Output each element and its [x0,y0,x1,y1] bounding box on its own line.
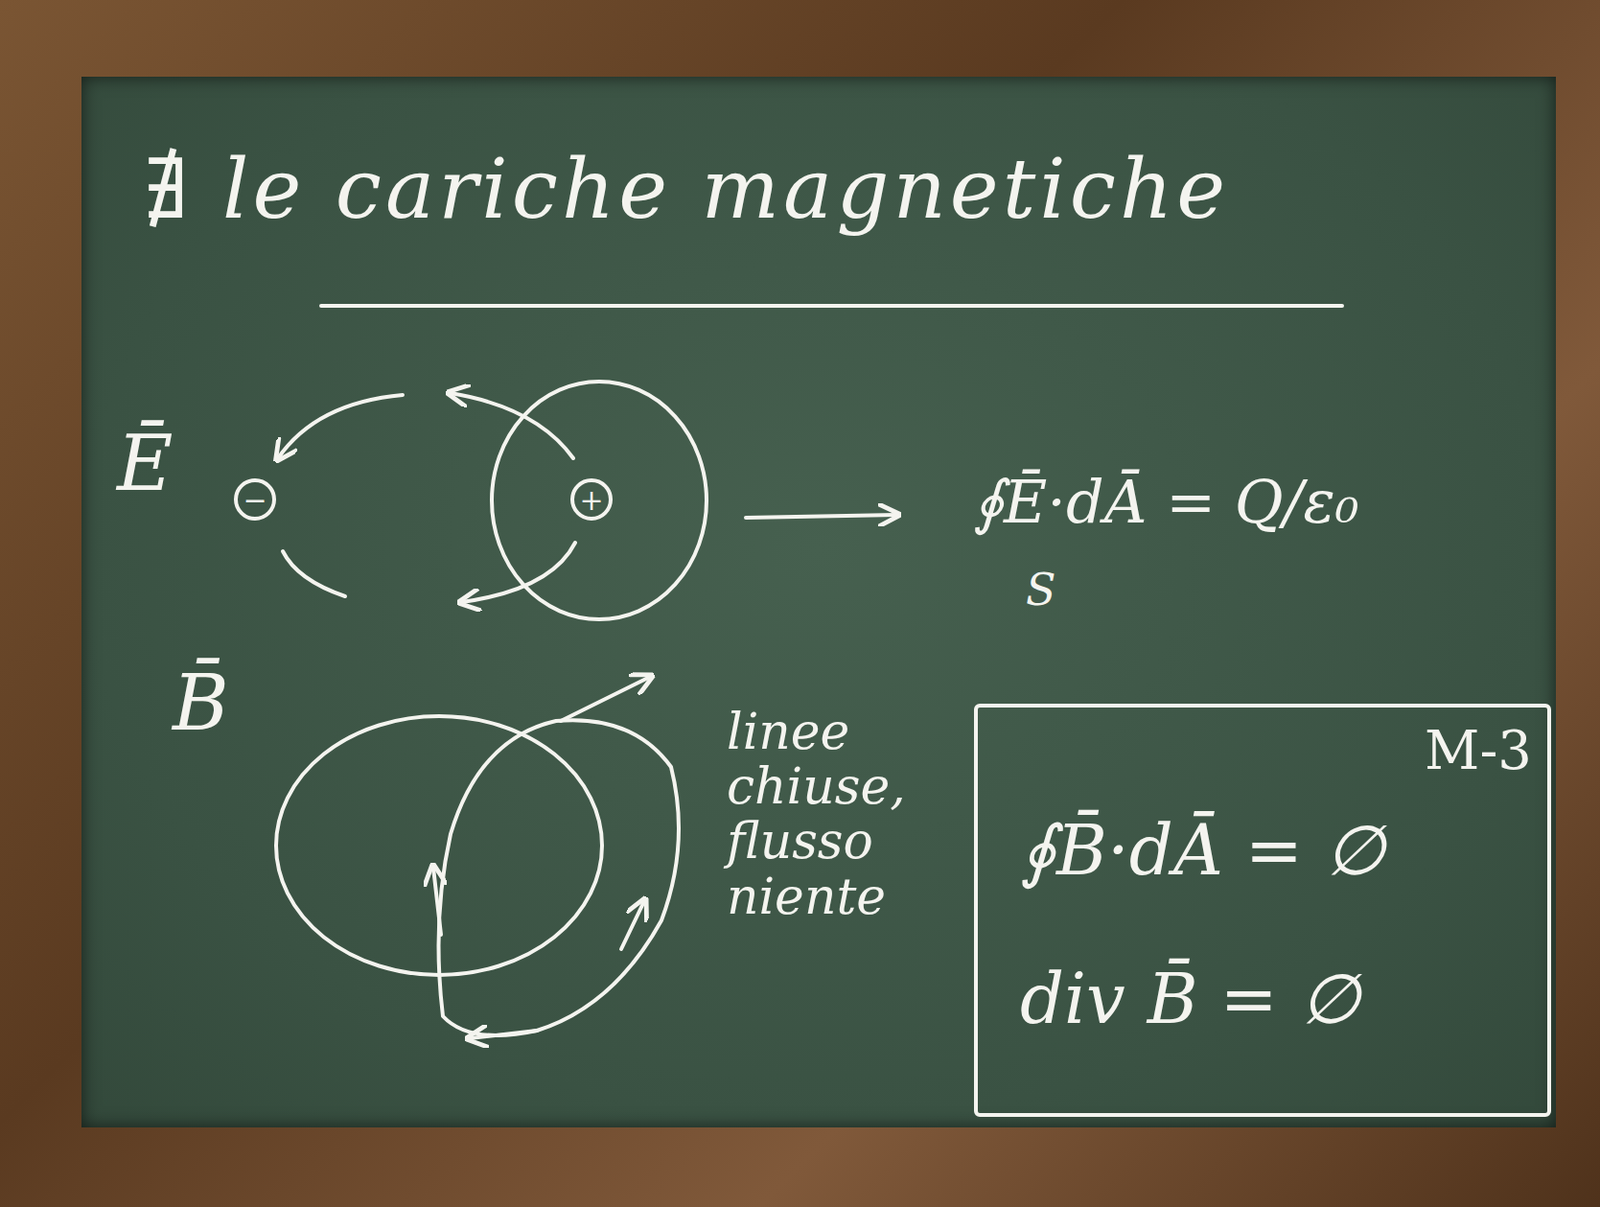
closed-field-line [439,719,680,1036]
field-arrow [560,676,650,721]
gauss-law-equation: ∮Ē·dĀ = Q/ε₀ [973,469,1360,535]
title: ∄ le cariche magnetiche [143,143,1229,235]
charge-circle [572,480,611,519]
field-line [450,393,574,459]
charge-sign: − [242,484,267,516]
equation-box: M-3 ∮B̄·dĀ = ∅ div B̄ = ∅ [973,703,1552,1117]
maxwell-equation: ∮B̄·dĀ = ∅ [1020,812,1386,889]
box-code: M-3 [1424,720,1532,781]
field-symbol: B̄ [172,661,230,746]
maxwell-equation: div B̄ = ∅ [1020,961,1361,1038]
field-line [278,394,403,459]
title-underline [321,303,1343,308]
gauss-surface [491,381,707,620]
field-arrow [621,901,645,950]
field-symbol: Ē [116,421,173,507]
note: linee chiuse, flusso niente [726,704,933,925]
field-line [462,542,576,603]
surface-symbol: S [1025,565,1057,615]
implies-arrow [745,514,897,518]
field-line [282,551,346,597]
field-arrow [469,1030,537,1039]
charge-circle [235,480,275,519]
charge-sign: + [579,484,603,516]
field-arrow [433,867,441,935]
